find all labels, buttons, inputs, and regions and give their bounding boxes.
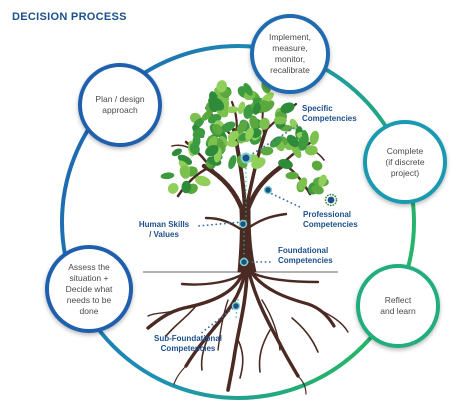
cycle-node-assess-label: Assess the situation + Decide what needs… — [65, 261, 113, 316]
leaf — [181, 180, 192, 194]
cycle-node-complete: Complete (if discrete project) — [363, 120, 447, 204]
cycle-ring — [60, 44, 416, 400]
cycle-node-reflect-label: Reflect and learn — [380, 295, 416, 316]
leaf — [189, 142, 200, 155]
leaf — [301, 129, 309, 145]
marker-specific — [240, 152, 252, 164]
leaf — [280, 102, 295, 114]
leaf — [269, 136, 282, 148]
label-specific-competencies: Specific Competencies — [302, 104, 357, 123]
leaf — [195, 175, 211, 187]
leaf — [177, 154, 193, 165]
leaf — [309, 130, 320, 146]
leaf — [273, 116, 287, 125]
leaf — [212, 124, 223, 135]
leaf — [216, 80, 227, 93]
competency-badge-icon — [324, 193, 338, 207]
label-professional-competencies: Professional Competencies — [303, 210, 358, 229]
connector-lines — [197, 123, 303, 335]
label-sub-foundational-competencies: Sub-Foundational Competencies — [154, 334, 222, 353]
tree-markers — [231, 152, 273, 311]
label-foundational-competencies: Foundational Competencies — [278, 246, 333, 265]
leaf — [311, 160, 323, 171]
leaf — [259, 117, 270, 130]
marker-human — [238, 219, 248, 229]
leaf — [252, 102, 261, 115]
marker-professional — [263, 185, 273, 195]
leaf — [205, 144, 219, 157]
leaf — [228, 155, 237, 170]
leaf — [286, 134, 299, 148]
page-title: DECISION PROCESS — [12, 11, 127, 23]
leaf — [171, 148, 182, 157]
leaf — [237, 101, 246, 115]
marker-foundational — [239, 257, 249, 267]
leaf — [297, 177, 308, 191]
leaf — [318, 174, 327, 187]
leaf — [243, 83, 253, 96]
cycle-node-assess: Assess the situation + Decide what needs… — [45, 245, 133, 333]
tree-roots — [146, 270, 349, 395]
marker-sub-foundational — [231, 301, 241, 311]
leaf — [236, 120, 248, 135]
cycle-node-implement: Implement, measure, monitor, recalibrate — [250, 14, 330, 94]
leaf — [251, 157, 266, 169]
leaf — [245, 127, 254, 141]
leaf — [220, 121, 236, 133]
cycle-node-reflect: Reflect and learn — [356, 264, 440, 348]
label-human-skills-values: Human Skills / Values — [138, 220, 190, 239]
leaf — [160, 172, 175, 180]
leaf — [167, 182, 179, 194]
cycle-node-plan: Plan / design approach — [78, 63, 162, 147]
leaf — [249, 115, 259, 130]
leaf — [201, 109, 213, 121]
leaf — [179, 165, 191, 179]
leaf — [243, 104, 254, 119]
leaf — [227, 130, 239, 142]
leaf — [226, 139, 238, 148]
cycle-node-plan-label: Plan / design approach — [95, 94, 145, 115]
leaf — [285, 171, 299, 180]
leaf — [226, 106, 239, 114]
cycle-node-implement-label: Implement, measure, monitor, recalibrate — [268, 32, 312, 75]
leaf — [311, 185, 324, 195]
leaf — [278, 159, 293, 169]
leaf — [304, 145, 318, 156]
leaf — [259, 100, 272, 108]
leaf — [260, 146, 274, 156]
leaf — [291, 144, 302, 159]
cycle-node-complete-label: Complete (if discrete project) — [385, 145, 425, 178]
tree-canopy-leaves — [160, 80, 329, 195]
leaf — [211, 97, 225, 111]
